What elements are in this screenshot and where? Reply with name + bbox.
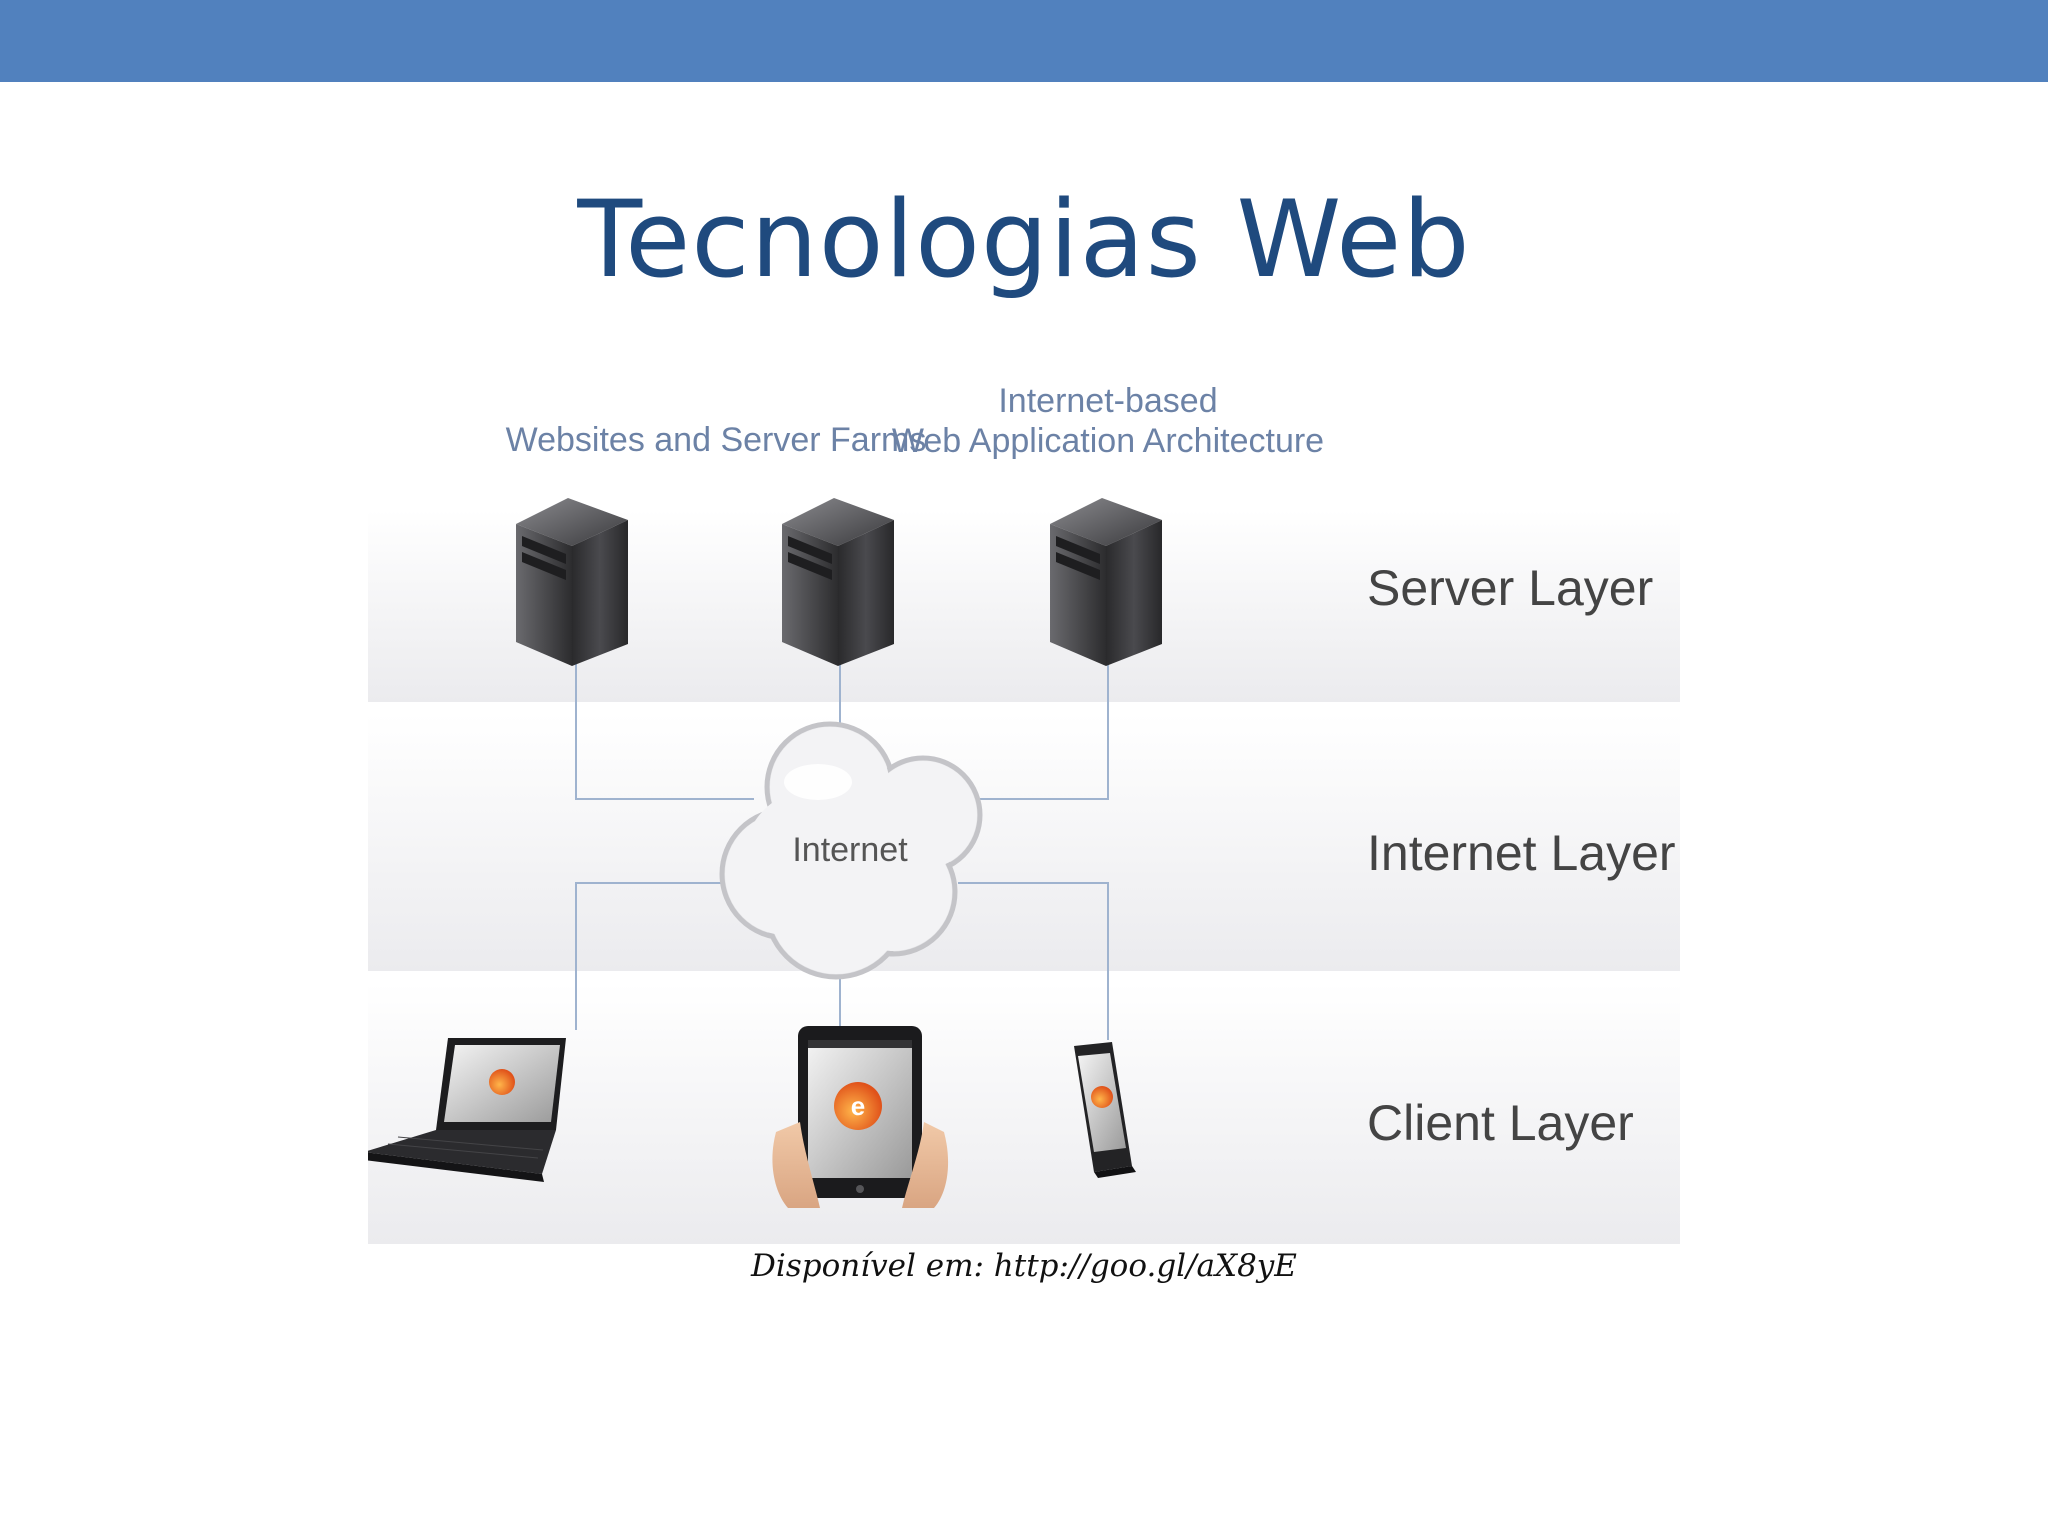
layer-label-internet: Internet Layer <box>1367 825 1676 881</box>
header-internet-based: Internet-based <box>998 382 1217 420</box>
smartphone-icon <box>1074 1042 1136 1178</box>
tablet-icon: e <box>798 1026 922 1198</box>
server-icon <box>782 498 894 666</box>
source-caption: Disponível em: http://goo.gl/aX8yE <box>751 1248 1297 1284</box>
connector-lines <box>575 662 1109 1040</box>
header-web-application-architecture: Web Application Architecture <box>892 422 1324 460</box>
layer-label-client: Client Layer <box>1367 1095 1634 1151</box>
top-bar <box>0 0 2048 82</box>
header-websites-server-farms: Websites and Server Farms <box>506 421 927 459</box>
slide-title: Tecnologias Web <box>577 178 1471 301</box>
server-icon <box>1050 498 1162 666</box>
cloud-label: Internet <box>792 831 908 869</box>
internet-layer-band <box>368 714 1680 971</box>
layer-label-server: Server Layer <box>1367 560 1653 616</box>
architecture-diagram: Websites and Server Farms Internet-based… <box>368 362 1680 1244</box>
server-icon <box>516 498 628 666</box>
client-layer-band <box>368 983 1680 1244</box>
laptop-icon <box>368 1038 566 1182</box>
cloud-icon <box>719 721 983 980</box>
hands-icon <box>772 1122 949 1208</box>
svg-text:e: e <box>851 1091 865 1121</box>
